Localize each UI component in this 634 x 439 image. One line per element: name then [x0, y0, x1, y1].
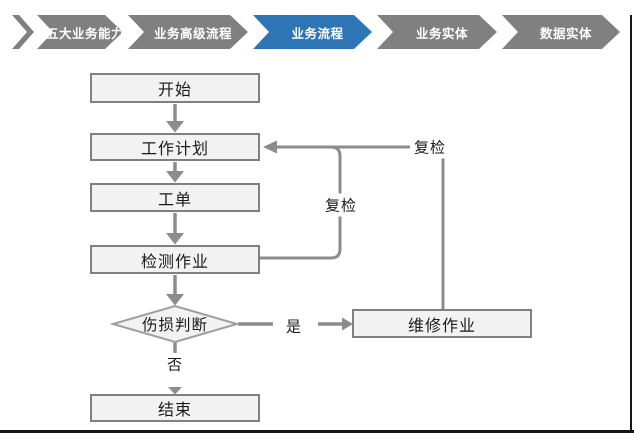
node-work-order: 工单: [90, 183, 260, 212]
breadcrumb-step-label: 数据实体: [539, 26, 592, 41]
process-breadcrumb: 五大业务能力 业务高级流程 业务流程 业务实体 数据实体: [0, 15, 634, 49]
node-damage-decision-label: 伤损判断: [141, 317, 209, 334]
breadcrumb-step-label: 业务流程: [291, 26, 344, 41]
breadcrumb-step-label: 业务高级流程: [153, 26, 232, 41]
edge-label-yes: 是: [285, 318, 303, 336]
decision-diamond-shape: [109, 304, 241, 344]
edge-label-recheck-inner: 复检: [320, 193, 362, 217]
frame-bottom-line: [0, 430, 634, 433]
breadcrumb-step-label: 业务实体: [415, 26, 468, 41]
node-inspection: 检测作业: [90, 245, 260, 274]
arrowhead-icons: [166, 121, 353, 395]
edge-label-no: 否: [166, 356, 184, 374]
node-work-plan: 工作计划: [90, 133, 260, 161]
node-start: 开始: [90, 73, 260, 103]
breadcrumb-step-high-level-process[interactable]: 业务高级流程: [128, 15, 248, 49]
edge-label-recheck-outer: 复检: [409, 135, 451, 159]
breadcrumb-step-business-process[interactable]: 业务流程: [253, 15, 372, 49]
node-repair: 维修作业: [352, 309, 532, 338]
frame-right-line: [629, 15, 632, 432]
breadcrumb-step-data-entity[interactable]: 数据实体: [502, 15, 620, 49]
breadcrumb-step-label: 五大业务能力: [46, 26, 125, 41]
breadcrumb-step-business-entity[interactable]: 业务实体: [377, 15, 497, 49]
node-end: 结束: [90, 394, 260, 422]
